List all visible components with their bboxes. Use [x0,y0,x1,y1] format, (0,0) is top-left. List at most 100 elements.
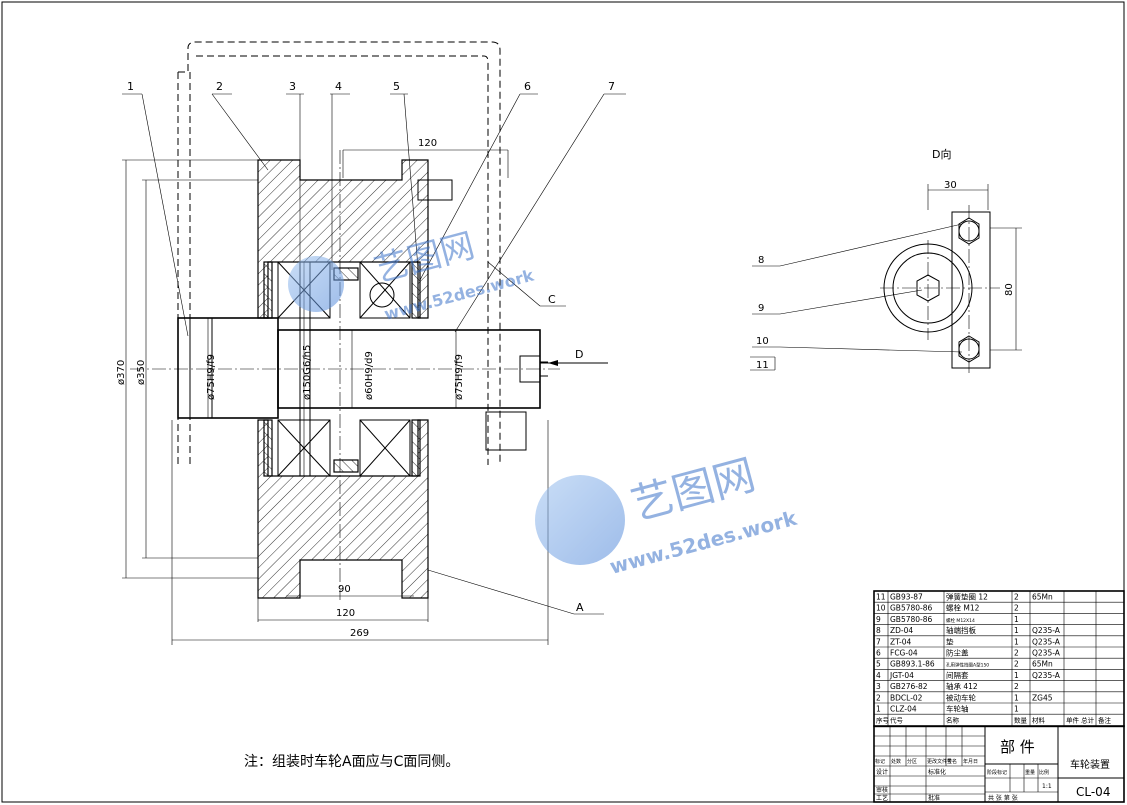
main-section-view [130,41,560,600]
dim-dia-370: ø370 [116,360,127,385]
bom-row-qty: 2 [1014,649,1019,658]
assembly-note: 注：组装时车轮A面应与C面同侧。 [244,753,459,770]
label-a: A [576,601,584,614]
dim-top-120: 120 [418,138,437,149]
tb-ratio: 比例 [1039,769,1049,776]
bom-row-no: 3 [876,682,881,691]
bom-row-no: 11 [876,593,886,602]
bom-row-material: Q235-A [1032,649,1061,658]
balloon-7: 7 [608,80,615,93]
view-d-title: D向 [932,147,951,161]
bom-row-code: GB893.1-86 [890,660,935,669]
bom-row-name: 弹簧垫圈 12 [946,592,988,602]
bom-row-name: 轴端挡板 [946,625,976,635]
bom-row-code: ZD-04 [890,626,913,635]
tb-assembly-name: 车轮装置 [1070,758,1110,771]
dim-fit-75-left: ø75H9/f9 [206,354,217,400]
bom-row-name: 车轮轴 [946,704,969,714]
tb-date: 年月日 [963,758,978,765]
bom-row-name: 螺栓 M12X14 [946,617,975,624]
bom-header-no: 序号 [876,716,890,725]
bearing-right [359,261,411,477]
bom-row-qty: 2 [1014,604,1019,613]
bom-header-material: 材料 [1032,716,1046,725]
bom-row-qty: 2 [1014,682,1019,691]
bom-row-qty: 1 [1014,615,1019,624]
dim-fit-60: ø60H9/d9 [364,351,375,400]
title-block: 标记 处数 分区 更改文件号 签名 年月日 设计 标准化 审核 工艺 批准 阶段… [873,725,1125,803]
tb-standard: 标准化 [928,768,946,776]
dim-bottom-120: 120 [336,608,355,619]
view-d-balloon-11: 11 [756,360,769,371]
label-d: D [575,348,583,361]
watermark-brand: 艺图网 [626,450,760,530]
bom-row-material: Q235-A [1032,637,1061,646]
bom-header-extra2: 备注 [1098,716,1112,725]
tb-design: 设计 [876,768,888,776]
bom-row-code: CLZ-04 [890,705,917,714]
view-d: D向 30 80 8 9 10 11 [750,147,1022,375]
label-c: C [548,293,556,306]
balloon-6: 6 [524,80,531,93]
view-d-balloon-8: 8 [758,255,764,266]
tb-stage: 阶段标记 [987,769,1007,776]
bom-row-material: 65Mn [1032,660,1053,669]
tb-mark: 标记 [875,758,885,765]
bom-row-material: ZG45 [1032,693,1053,702]
bom-row-material: Q235-A [1032,671,1061,680]
bom-row-no: 5 [876,660,881,669]
tb-change-doc: 更改文件号 [927,758,952,765]
bom-row-qty: 1 [1014,705,1019,714]
dim-bottom-90: 90 [338,584,351,595]
bom-row-code: GB276-82 [890,682,928,691]
bom-header-name: 名称 [946,716,960,725]
bom-row-name: 间隔套 [946,670,969,680]
bom-row-no: 8 [876,626,881,635]
tb-sheets: 共 张 第 张 [988,794,1018,802]
bom-header-qty: 数量 [1014,716,1028,725]
bom-row-no: 4 [876,671,881,680]
dim-overall-269: 269 [350,628,369,639]
bom-row-name: 垫 [946,636,954,646]
bom-row-code: FCG-04 [890,649,918,658]
bom-row-no: 9 [876,615,881,624]
bom-row-no: 1 [876,705,881,714]
view-d-balloon-9: 9 [758,303,764,314]
bom-header-extra1: 单件 总计 [1066,716,1095,725]
bom-row-qty: 1 [1014,626,1019,635]
balloon-4: 4 [335,80,342,93]
bom-row-no: 7 [876,637,881,646]
tb-scale: 1:1 [1042,783,1052,790]
balloon-1: 1 [127,80,134,93]
bom-row-material: 65Mn [1032,593,1053,602]
balloon-2: 2 [216,80,223,93]
view-d-dim-width: 30 [944,180,957,191]
tb-part-label: 部 件 [1000,738,1035,756]
bom-row-material: Q235-A [1032,626,1061,635]
view-d-balloon-10: 10 [756,336,769,347]
part-balloons: 1 2 3 4 5 6 7 [122,80,626,337]
tb-count: 处数 [891,758,901,765]
bom-row-qty: 1 [1014,693,1019,702]
bom-row-code: BDCL-02 [890,693,923,702]
tb-sign: 签名 [947,758,957,765]
tb-process: 工艺 [876,794,888,802]
bom-row-no: 10 [876,604,886,613]
bom-row-qty: 2 [1014,593,1019,602]
bom-row-name: 螺栓 M12 [946,603,980,613]
tb-review: 审核 [876,786,888,794]
bom-row-code: GB5780-86 [890,615,933,624]
view-d-dim-height: 80 [1004,283,1015,296]
dim-dia-350: ø350 [136,360,147,385]
tb-zone: 分区 [907,758,917,765]
bom-row-no: 2 [876,693,881,702]
bom-row-qty: 2 [1014,660,1019,669]
dimensions: 120 90 120 269 ø370 ø350 ø75H9/f9 ø150G6… [116,138,608,645]
dim-fit-75-right: ø75H9/f9 [454,354,465,400]
bom-row-code: JGT-04 [889,671,914,680]
bom-row-no: 6 [876,649,881,658]
dim-fit-150: ø150G6/h5 [302,345,313,400]
bom-row-qty: 1 [1014,637,1019,646]
balloon-3: 3 [289,80,296,93]
